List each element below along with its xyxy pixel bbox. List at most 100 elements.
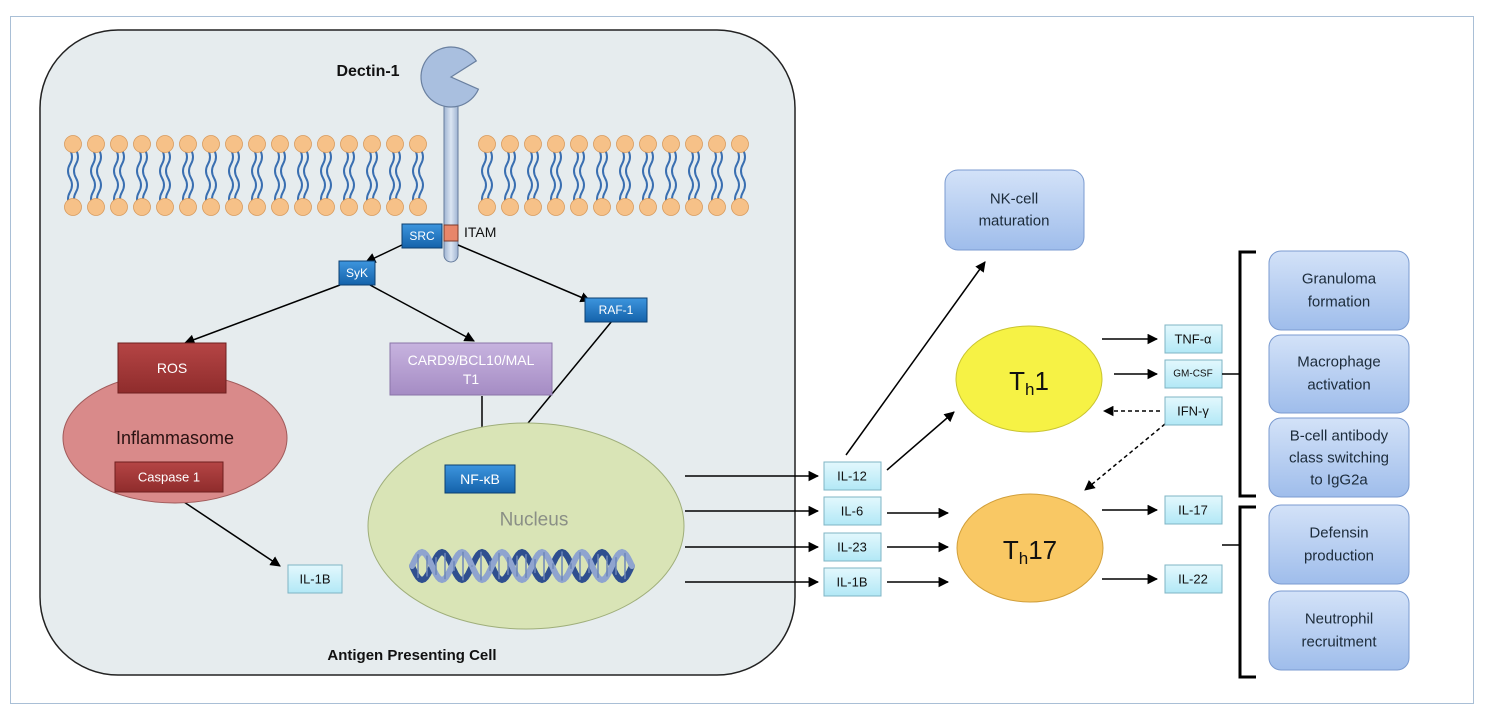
lipid-tail xyxy=(274,149,280,207)
card9-label-line2: T1 xyxy=(463,371,480,387)
cytokine-label: IL-1B xyxy=(836,575,867,590)
response-granuloma: Granuloma formation xyxy=(1268,250,1410,331)
lipid-tail xyxy=(510,149,516,207)
lipid-tail xyxy=(96,149,102,207)
lipid-tail xyxy=(372,149,378,207)
lipid-tail xyxy=(90,149,96,207)
lipid-head xyxy=(409,135,427,153)
th17-label: Th17 xyxy=(1003,535,1057,568)
itam-motif xyxy=(443,224,459,242)
lipid-tail xyxy=(113,149,119,207)
ros-box xyxy=(117,342,227,394)
lipid-tail xyxy=(211,149,217,207)
lipid-head xyxy=(202,198,220,216)
response-line1: Defensin xyxy=(1309,525,1368,542)
caspase-1-label: Caspase 1 xyxy=(138,470,200,485)
lipid-head xyxy=(386,198,404,216)
lipid-head xyxy=(156,135,174,153)
src-box xyxy=(401,223,443,249)
lipid-head xyxy=(64,135,82,153)
cytokine-box-il-23: IL-23 xyxy=(823,532,882,562)
th1-subscript: h xyxy=(1025,380,1034,399)
lipid-tail xyxy=(596,149,602,207)
response-line3: to IgG2a xyxy=(1310,472,1368,489)
th1-main: T xyxy=(1009,366,1025,396)
lipid-tail xyxy=(671,149,677,207)
product-box-ifn-gamma: IFN-γ xyxy=(1164,396,1223,426)
product-label: IL-22 xyxy=(1178,572,1208,587)
lipid-tail xyxy=(228,149,234,207)
lipid-tail xyxy=(504,149,510,207)
lipid-tail xyxy=(619,149,625,207)
lipid-head xyxy=(639,198,657,216)
th17-subscript: h xyxy=(1019,549,1028,568)
lipid-tail xyxy=(533,149,539,207)
th17-main: T xyxy=(1003,535,1019,565)
bracket-th1-responses xyxy=(1238,250,1256,498)
arrow-syk-to-ros xyxy=(184,284,341,345)
response-neutrophil: Neutrophil recruitment xyxy=(1268,590,1410,671)
lipid-tail xyxy=(694,149,700,207)
cytokine-box-il-12: IL-12 xyxy=(823,461,882,491)
lipid-head xyxy=(317,135,335,153)
lipid-head xyxy=(179,135,197,153)
response-line1: Neutrophil xyxy=(1305,611,1373,628)
lipid-tail xyxy=(349,149,355,207)
lipid-head xyxy=(708,135,726,153)
secretion-arrows xyxy=(685,261,1159,588)
lipid-head xyxy=(685,198,703,216)
lipid-tail xyxy=(579,149,585,207)
lipid-tail xyxy=(119,149,125,207)
inflammasome-label: Inflammasome xyxy=(116,428,234,448)
lipid-tail xyxy=(159,149,165,207)
response-line2: class switching xyxy=(1289,450,1389,467)
lipid-head xyxy=(294,198,312,216)
card9-label-line1: CARD9/BCL10/MAL xyxy=(408,352,535,368)
lipid-head xyxy=(570,135,588,153)
lipid-tail xyxy=(182,149,188,207)
lipid-head xyxy=(708,198,726,216)
lipid-head xyxy=(363,198,381,216)
product-box-gmcsf: GM-CSF xyxy=(1164,359,1223,389)
product-label: IL-17 xyxy=(1178,503,1208,518)
arrow-syk-to-card9 xyxy=(369,284,475,342)
th17-suffix: 17 xyxy=(1028,535,1057,565)
lipid-head xyxy=(110,198,128,216)
nk-line2: maturation xyxy=(979,213,1050,230)
lipid-head xyxy=(547,135,565,153)
lipid-tail xyxy=(136,149,142,207)
lipid-head xyxy=(110,135,128,153)
product-label: GM-CSF xyxy=(1173,369,1212,380)
response-b-cell: B-cell antibody class switching to IgG2a xyxy=(1268,417,1410,498)
lipid-tail xyxy=(320,149,326,207)
response-defensin: Defensin production xyxy=(1268,504,1410,585)
caspase-1-box xyxy=(114,461,224,493)
lipid-tail xyxy=(740,149,746,207)
nfkb-box xyxy=(444,464,516,494)
cytokine-box-il-6: IL-6 xyxy=(823,496,882,526)
lipid-head xyxy=(87,135,105,153)
nucleus-label: Nucleus xyxy=(500,510,569,531)
lipid-head xyxy=(271,198,289,216)
lipid-tail xyxy=(573,149,579,207)
th1-suffix: 1 xyxy=(1034,366,1048,396)
lipid-tail xyxy=(343,149,349,207)
th1-label: Th1 xyxy=(1009,366,1049,399)
lipid-tail xyxy=(297,149,303,207)
lipid-tail xyxy=(73,149,79,207)
lipid-tail xyxy=(389,149,395,207)
lipid-head xyxy=(662,198,680,216)
raf1-box xyxy=(584,297,648,323)
lipid-head xyxy=(547,198,565,216)
inhibition-arrows xyxy=(1084,405,1166,491)
lipid-tail xyxy=(527,149,533,207)
antigen-presenting-cell-label: Antigen Presenting Cell xyxy=(327,647,496,664)
lipid-tail xyxy=(625,149,631,207)
nk-cell-maturation-box xyxy=(944,169,1085,251)
arrow-il-12-to-th1 xyxy=(886,411,955,471)
receptor-pacman-head xyxy=(420,46,480,108)
arrow-il-12-to-nk xyxy=(845,261,986,456)
lipid-tail xyxy=(326,149,332,207)
lipid-head xyxy=(570,198,588,216)
